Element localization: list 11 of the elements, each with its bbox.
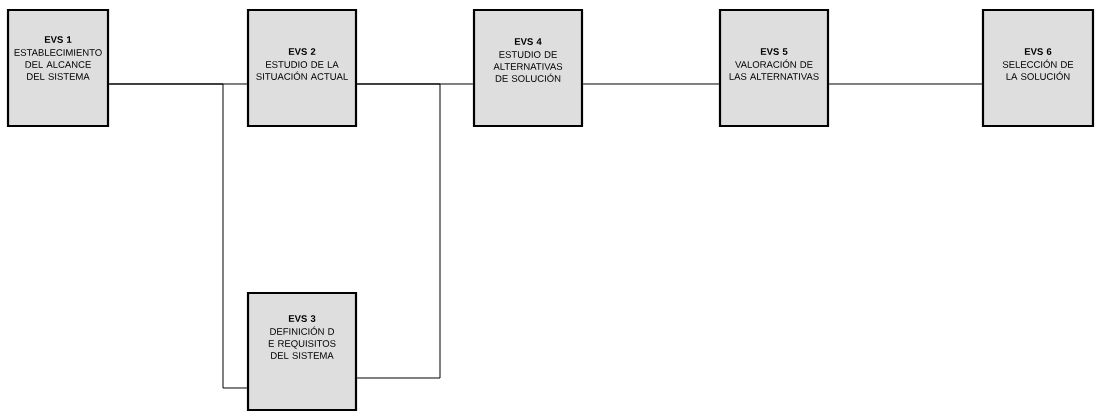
connector-line: [828, 83, 983, 85]
process-box: EVS 6 SELECCIÓN DE LA SOLUCIÓN: [981, 8, 1095, 128]
process-box: EVS 2 ESTUDIO DE LA SITUACIÓN ACTUAL: [246, 8, 358, 128]
process-box: EVS 3 DEFINICIÓN D E REQUISITOS DEL SISTEMA: [246, 291, 358, 412]
connector-line: [108, 83, 248, 389]
process-box: EVS 1 ESTABLECIMIENTO DEL ALCANCE DEL SISTEMA: [6, 8, 110, 128]
process-box: EVS 5 VALORACIÓN DE LAS ALTERNATIVAS: [718, 8, 830, 128]
connector-line: [582, 83, 720, 85]
connector-line: [356, 83, 474, 85]
connector-line: [356, 83, 441, 379]
process-box: EVS 4 ESTUDIO DE ALTERNATIVAS DE SOLUCIÓN: [472, 8, 584, 128]
